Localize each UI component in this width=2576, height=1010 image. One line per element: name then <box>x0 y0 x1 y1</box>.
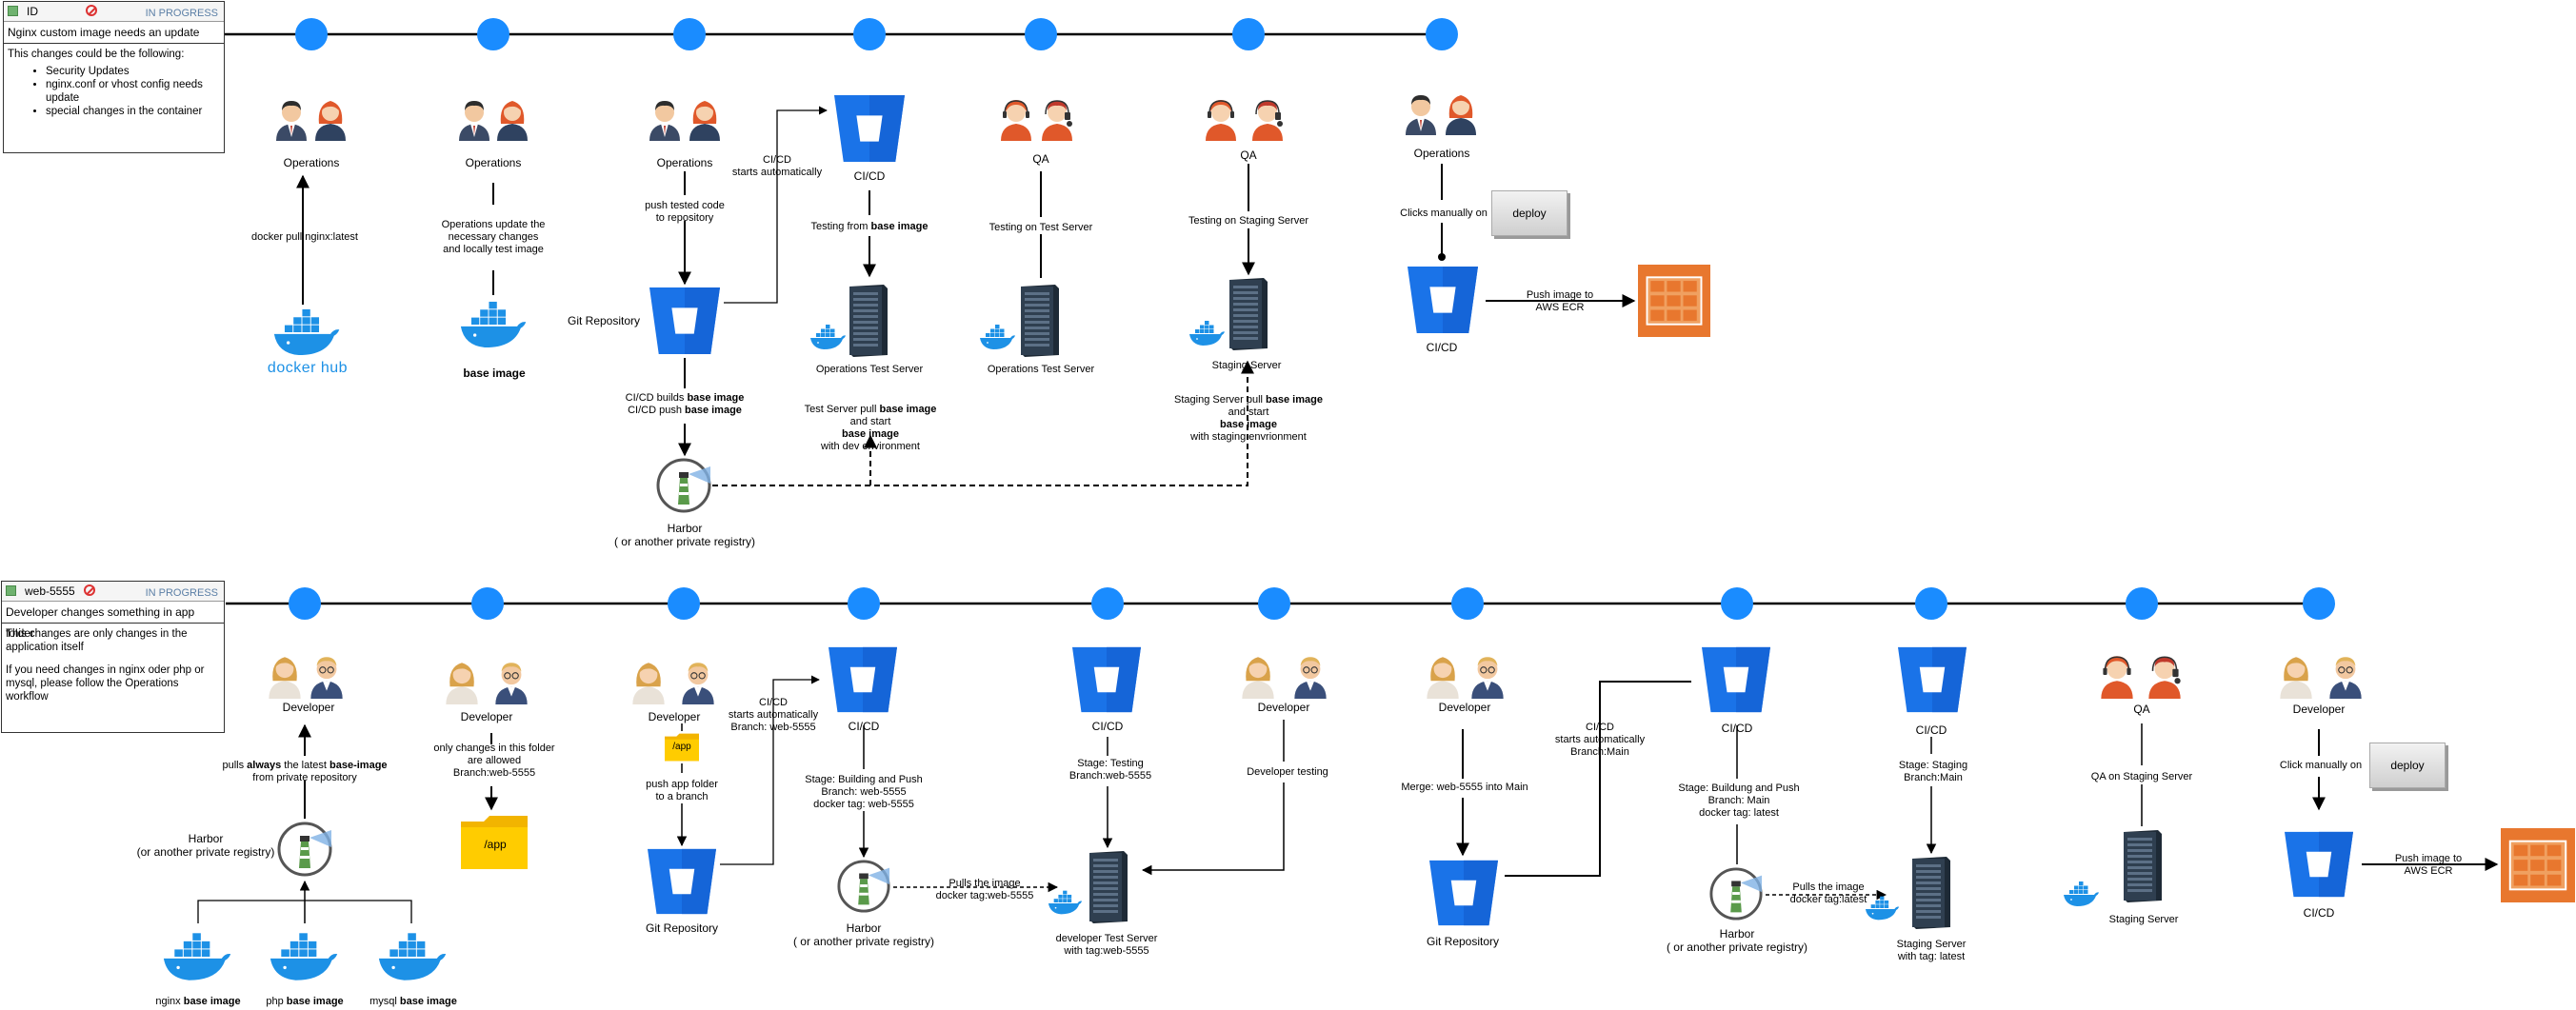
operations-man-icon <box>649 101 680 141</box>
developer-woman-icon <box>632 663 665 704</box>
developer-woman-icon <box>2280 657 2312 699</box>
card-title: Nginx custom image needs an update <box>4 22 224 44</box>
staging-server-icon <box>2124 830 2162 902</box>
harbor-icon <box>1709 867 1764 921</box>
cicd-icon <box>834 94 905 163</box>
docker-whale-icon <box>1189 321 1225 346</box>
card-text: This changes are only changes in the app… <box>6 628 188 653</box>
git-repository-icon <box>648 848 716 915</box>
qa-support-icon <box>2147 656 2182 699</box>
blocked-icon <box>86 5 97 16</box>
operations-man-icon <box>276 101 307 141</box>
ops-test-server-label: Operations Test Server <box>815 364 924 375</box>
developer-test-server-icon <box>1089 851 1128 923</box>
qa-support-icon <box>1251 100 1284 141</box>
app-folder-label: /app <box>484 838 507 851</box>
checkbox-icon <box>6 585 16 596</box>
qa-label: QA <box>1032 152 1049 166</box>
staging-server-icon <box>1912 857 1950 929</box>
qa-icon <box>2100 655 2134 699</box>
docker-whale-icon <box>1048 890 1083 915</box>
docker-whale-icon <box>1865 896 1900 921</box>
operations-label: Operations <box>465 156 522 169</box>
harbor-icon <box>277 822 333 877</box>
cicd-icon <box>829 646 897 713</box>
status-badge: IN PROGRESS <box>145 8 218 19</box>
operations-man-icon <box>1406 95 1436 135</box>
operations-woman-icon <box>497 101 528 141</box>
test-server-icon <box>1021 285 1059 357</box>
developer-woman-icon <box>1242 657 1274 699</box>
bullet-item: nginx.conf or vhost config needs update <box>46 78 220 105</box>
status-badge: IN PROGRESS <box>145 587 218 599</box>
nginx-whale-icon <box>163 933 231 980</box>
docker-whale-icon <box>460 301 527 348</box>
staging-server-icon <box>1229 278 1268 350</box>
docker-hub-label: docker hub <box>267 360 349 376</box>
operations-woman-icon <box>689 101 720 141</box>
cicd-icon <box>1898 646 1967 713</box>
mysql-whale-icon <box>378 933 447 980</box>
card-text: If you need changes in nginx oder php or… <box>6 664 205 703</box>
docker-whale-icon <box>2064 881 2099 906</box>
docker-whale-icon <box>273 308 340 356</box>
qa-support-icon <box>1041 100 1073 141</box>
git-repository-label: Git Repository <box>568 314 641 327</box>
developer-man-icon <box>494 662 529 704</box>
developer-woman-icon <box>269 657 301 699</box>
qa-icon <box>1205 99 1237 141</box>
operations-woman-icon <box>315 101 346 141</box>
card-id: web-5555 <box>25 584 75 598</box>
checkbox-icon <box>8 6 18 16</box>
git-repository-icon <box>649 287 720 355</box>
cicd-label: CI/CD <box>853 169 886 183</box>
cicd-icon <box>2285 831 2353 898</box>
card-id: ID <box>27 5 38 18</box>
docker-whale-icon <box>980 325 1015 349</box>
php-whale-icon <box>270 933 338 980</box>
aws-ecr-icon <box>2501 826 2575 904</box>
harbor-icon <box>837 860 891 913</box>
git-repository-icon <box>1429 860 1498 926</box>
bullet-item: special changes in the container <box>46 105 220 118</box>
developer-woman-icon <box>446 663 478 704</box>
bullet-item: Security Updates <box>46 65 220 78</box>
blocked-icon <box>84 584 95 596</box>
operations-woman-icon <box>1446 95 1476 135</box>
developer-man-icon <box>1293 656 1328 699</box>
developer-man-icon <box>2328 656 2363 699</box>
issue-card-top[interactable]: ID IN PROGRESS Nginx custom image needs a… <box>3 1 225 153</box>
qa-label: QA <box>1240 149 1257 162</box>
operations-label: Operations <box>1413 147 1470 160</box>
operations-test-server-icon <box>849 285 888 357</box>
cicd-icon <box>1702 646 1770 713</box>
cicd-label: CI/CD <box>1426 341 1458 354</box>
docker-whale-icon <box>810 325 846 349</box>
developer-woman-icon <box>1427 657 1459 699</box>
operations-man-icon <box>459 101 489 141</box>
developer-man-icon <box>1470 656 1505 699</box>
operations-label: Operations <box>283 156 340 169</box>
docker-pull-label: docker pull nginx:latest <box>251 231 358 243</box>
cicd-icon <box>1072 646 1141 713</box>
developer-man-icon <box>310 656 344 699</box>
deploy-button-bottom[interactable]: deploy <box>2369 743 2446 788</box>
deploy-button[interactable]: deploy <box>1491 190 1568 236</box>
aws-ecr-icon <box>1638 264 1710 338</box>
timeline-nodes-top <box>295 18 1458 50</box>
developer-man-icon <box>681 662 715 704</box>
harbor-icon <box>656 458 712 513</box>
timeline-nodes-bottom <box>289 587 2335 620</box>
card-intro: This changes could be the following: <box>8 49 185 60</box>
operations-label: Operations <box>656 156 713 169</box>
cicd-icon <box>1408 266 1478 334</box>
card-title: Developer changes something in app folde… <box>2 602 224 640</box>
qa-icon <box>1000 99 1032 141</box>
base-image-label: base image <box>463 366 526 380</box>
issue-card-bottom[interactable]: web-5555 IN PROGRESS Developer changes so… <box>1 581 225 733</box>
